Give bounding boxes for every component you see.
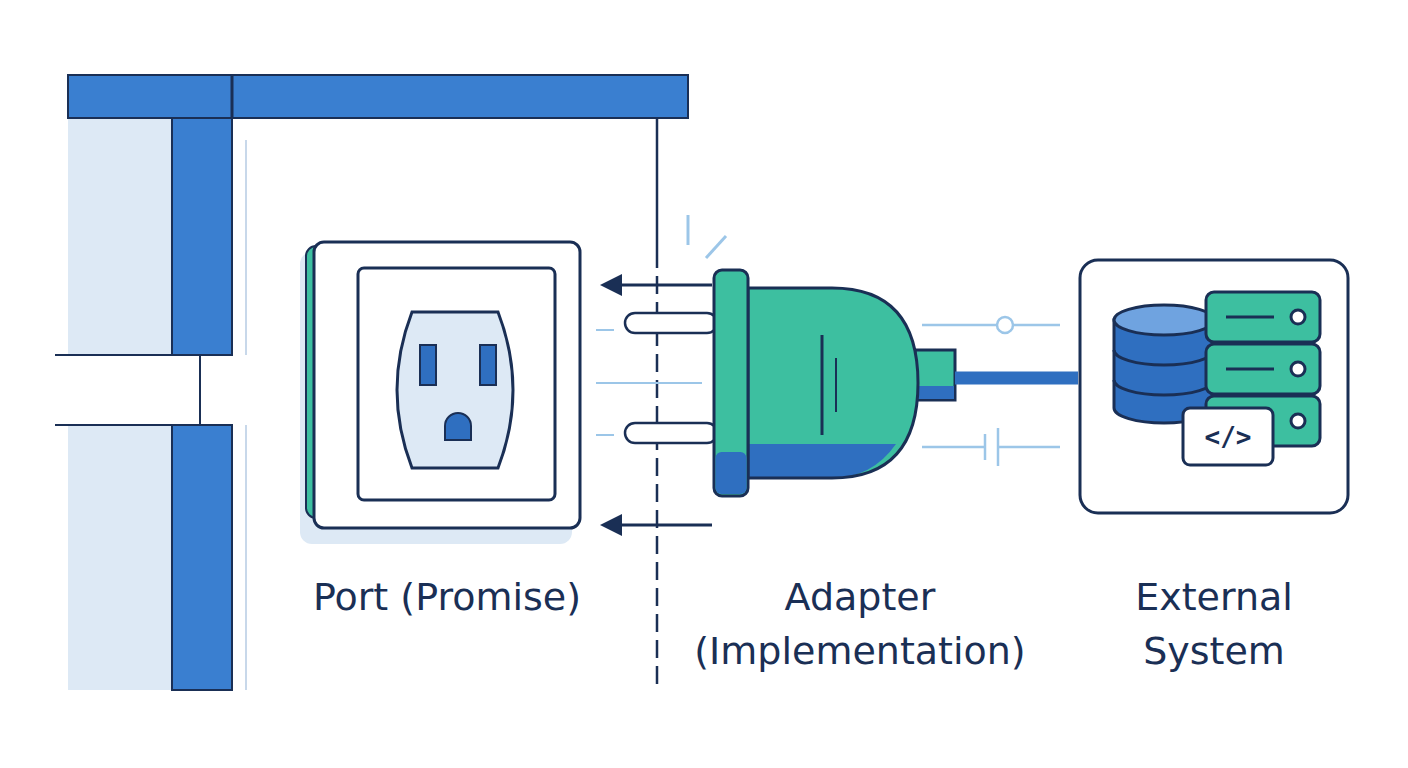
capacitor-symbol bbox=[984, 434, 987, 460]
spark-line bbox=[687, 215, 690, 245]
boundary-line bbox=[657, 118, 658, 690]
node-label: External System bbox=[1064, 570, 1364, 678]
database-top bbox=[1114, 305, 1214, 335]
signal-line bbox=[998, 446, 1060, 449]
plug-outline bbox=[748, 288, 918, 478]
signal-line bbox=[922, 324, 1060, 327]
plug-body bbox=[748, 288, 918, 478]
server-slot bbox=[1226, 368, 1274, 371]
arrow-head bbox=[600, 514, 622, 536]
spark-line bbox=[706, 236, 726, 258]
database-band bbox=[1114, 350, 1214, 365]
adapter-node: Adapter (Implementation) bbox=[712, 268, 955, 498]
server-icon bbox=[1206, 292, 1320, 342]
plug-plate bbox=[714, 270, 748, 496]
boundary-line bbox=[656, 118, 659, 250]
wall-panel bbox=[68, 118, 172, 355]
wall-edge bbox=[245, 425, 247, 690]
node-label: Adapter (Implementation) bbox=[660, 570, 1060, 678]
plug-neck bbox=[915, 350, 955, 400]
arrow-connector bbox=[600, 274, 712, 296]
signal-node bbox=[997, 317, 1013, 333]
plug-plate-band bbox=[716, 452, 747, 494]
plug-body-band bbox=[748, 444, 896, 478]
wall-beam bbox=[68, 75, 688, 118]
server-slot bbox=[1226, 316, 1274, 319]
cable-connector bbox=[955, 378, 1078, 379]
signal-line bbox=[922, 446, 985, 449]
wall-edge bbox=[231, 75, 234, 118]
insert-arrow bbox=[600, 514, 712, 536]
wall-stud bbox=[172, 118, 232, 355]
plug-prong bbox=[625, 423, 717, 443]
outlet-frame bbox=[358, 268, 555, 500]
motion-line bbox=[596, 382, 702, 384]
plug-neck-band bbox=[916, 386, 954, 399]
port-node: Port (Promise) bbox=[312, 240, 582, 530]
database-band bbox=[1114, 380, 1214, 395]
system-node: External System bbox=[1078, 258, 1350, 515]
arrow-line bbox=[616, 524, 712, 527]
outlet-box bbox=[312, 240, 582, 530]
outlet-slot bbox=[420, 345, 436, 385]
code-tag-box bbox=[1183, 408, 1273, 465]
connector-line bbox=[955, 372, 1078, 385]
arrow-head bbox=[600, 274, 622, 296]
server-light bbox=[1291, 310, 1305, 324]
server-light bbox=[1291, 362, 1305, 376]
node-label: Port (Promise) bbox=[305, 570, 589, 624]
wall-edge bbox=[245, 140, 247, 355]
plug-shape bbox=[712, 268, 955, 498]
motion-line bbox=[596, 434, 614, 436]
wall bbox=[55, 75, 688, 690]
motion-line bbox=[596, 329, 614, 331]
outlet-slot bbox=[480, 345, 496, 385]
wall-stud bbox=[172, 425, 232, 690]
code-symbol: </> bbox=[1183, 408, 1273, 465]
wall-panel bbox=[68, 425, 172, 690]
plug-ridge bbox=[835, 358, 837, 412]
plug-prongs bbox=[625, 313, 717, 443]
plug-ridge bbox=[821, 335, 824, 435]
wall-edge bbox=[55, 354, 232, 356]
system-frame bbox=[1080, 260, 1348, 513]
outlet-plate bbox=[314, 242, 580, 528]
wall-edge bbox=[199, 355, 201, 425]
server-icon bbox=[1206, 344, 1320, 394]
server-light bbox=[1291, 414, 1305, 428]
outlet-face bbox=[397, 312, 513, 468]
connector-line bbox=[616, 284, 712, 287]
outlet-ground bbox=[445, 413, 471, 440]
plug-prong bbox=[625, 313, 717, 333]
motion-lines bbox=[596, 215, 726, 435]
wall-edge bbox=[55, 424, 232, 426]
system-box bbox=[1078, 258, 1350, 515]
